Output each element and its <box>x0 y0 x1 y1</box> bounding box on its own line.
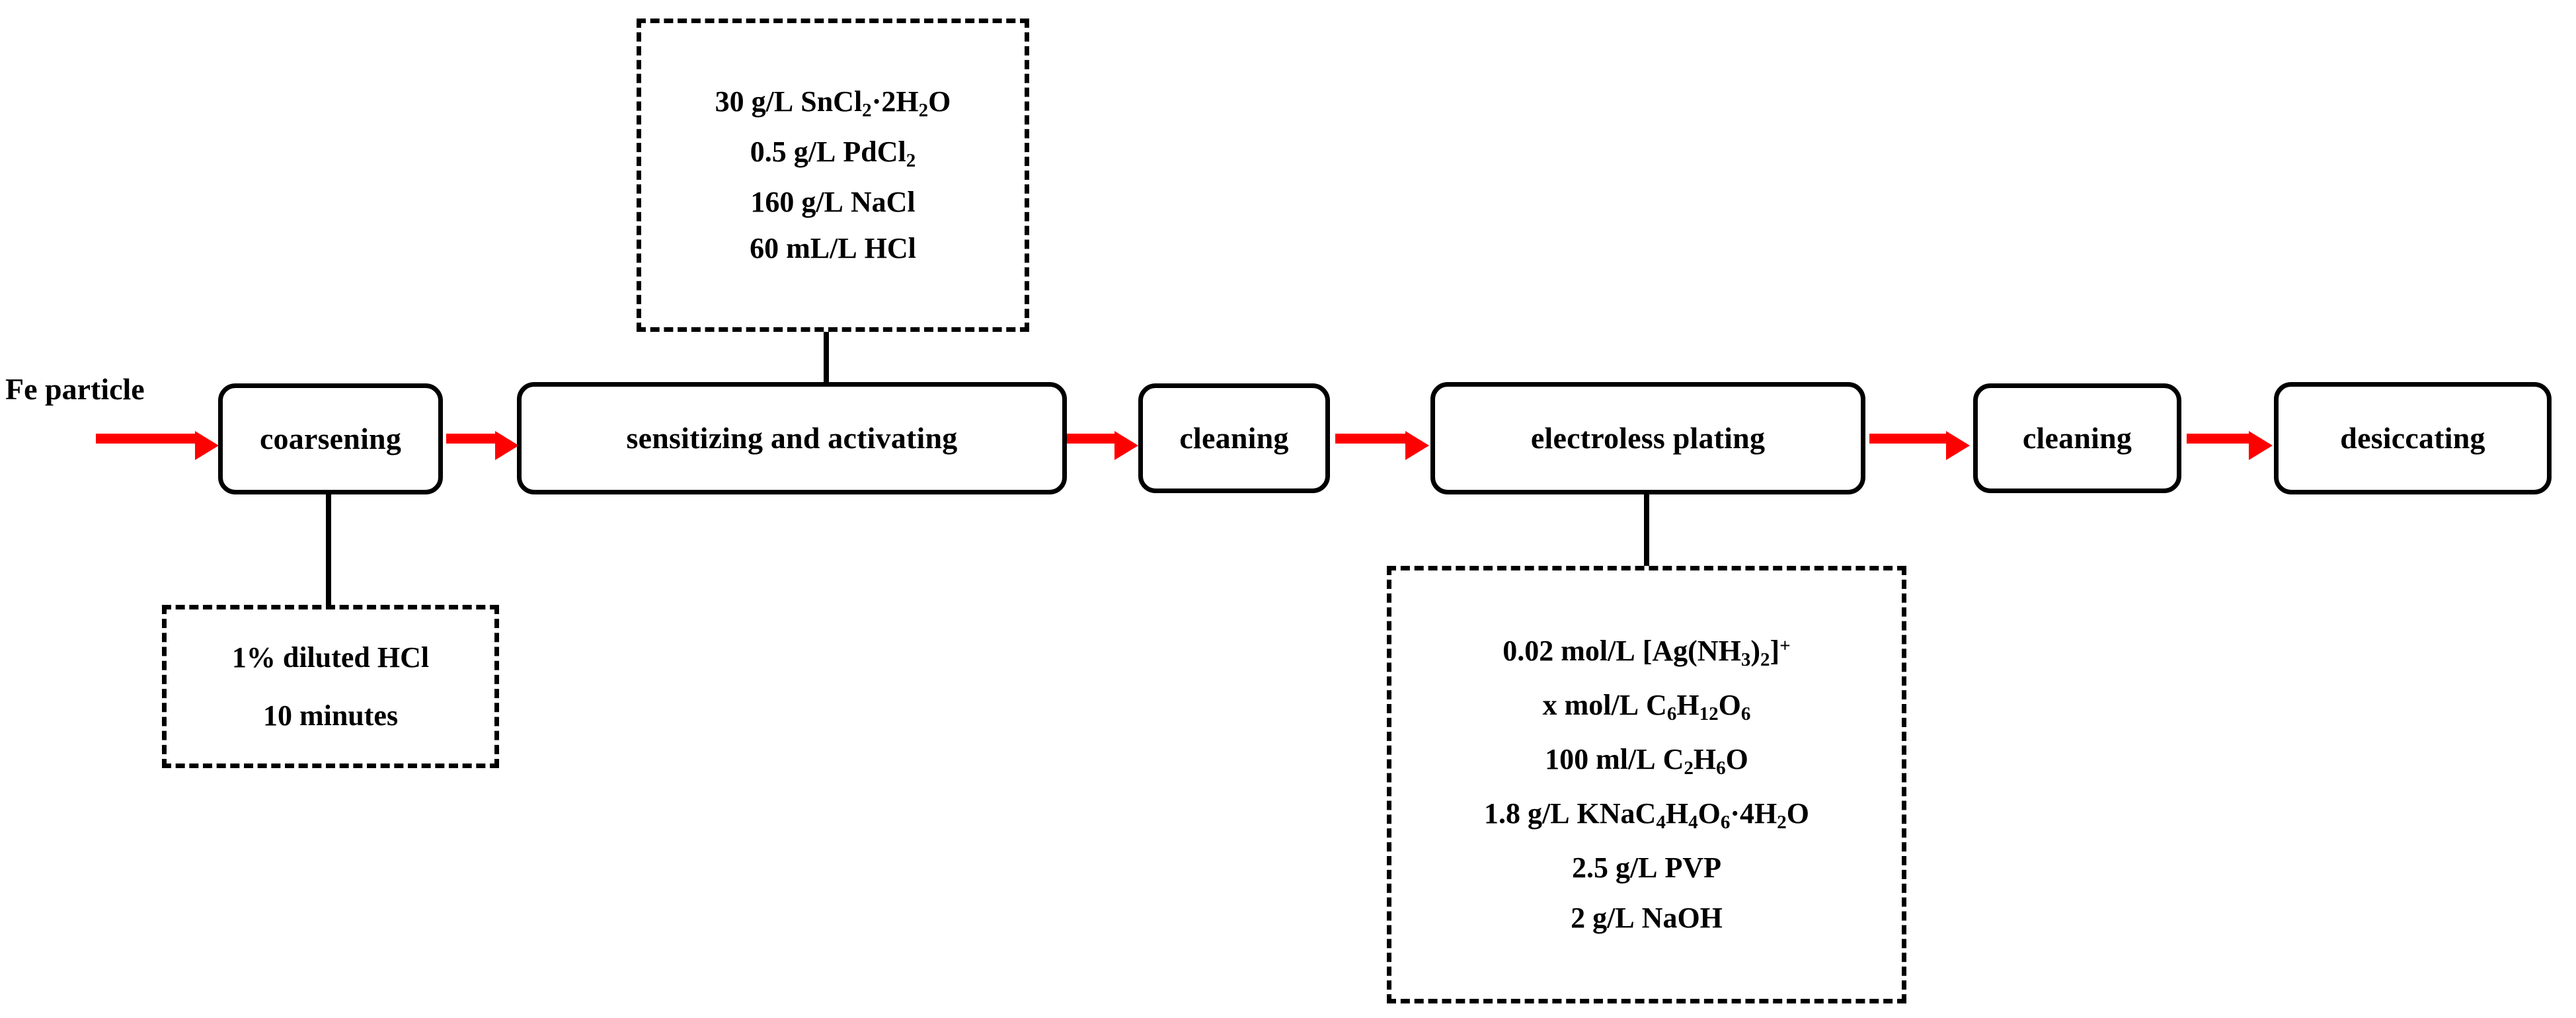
chem-line: 10 minutes <box>262 699 399 732</box>
process-box-electroless-plating[interactable]: electroless plating <box>1430 382 1865 494</box>
arrow-head <box>1114 431 1138 460</box>
arrow-sensitizing-to-cleaning1 <box>1066 431 1138 460</box>
chem-line: 100 ml/L C2H6O <box>1545 743 1748 779</box>
arrow-head <box>1946 431 1970 460</box>
arrow-plating-to-cleaning2 <box>1869 431 1970 460</box>
chem-line: 0.5 g/L PdCl2 <box>750 136 916 172</box>
chem-line: 0.02 mol/L [Ag(NH3)2]+ <box>1503 634 1791 670</box>
arrow-head <box>195 431 219 460</box>
chem-line: 1% diluted HCl <box>231 641 430 674</box>
annotation-box-coarsening-bath: 1% diluted HCl 10 minutes <box>162 605 499 768</box>
annotation-box-sensitizing-bath: 30 g/L SnCl2·2H2O 0.5 g/L PdCl2 160 g/L … <box>637 19 1029 332</box>
arrow-shaft <box>2187 434 2250 444</box>
process-box-desiccating[interactable]: desiccating <box>2274 382 2552 494</box>
chem-line: 2 g/L NaOH <box>1571 902 1723 935</box>
process-label-coarsening: coarsening <box>259 421 402 455</box>
chem-line: 160 g/L NaCl <box>750 186 916 219</box>
arrow-head <box>2249 431 2273 460</box>
arrow-shaft <box>1869 434 1947 444</box>
arrow-input-to-coarsening <box>96 431 219 460</box>
arrow-cleaning2-to-desiccating <box>2187 431 2273 460</box>
process-box-coarsening[interactable]: coarsening <box>218 383 443 494</box>
annotation-box-plating-bath: 0.02 mol/L [Ag(NH3)2]+ x mol/L C6H12O6 1… <box>1387 566 1906 1003</box>
process-label-electroless-plating: electroless plating <box>1530 420 1766 455</box>
arrow-shaft <box>1335 434 1407 444</box>
connector-coarsening-to-bath <box>326 492 331 608</box>
chem-line: 30 g/L SnCl2·2H2O <box>715 85 951 121</box>
arrow-shaft <box>1066 434 1116 444</box>
process-label-cleaning-2: cleaning <box>2022 420 2132 455</box>
arrow-cleaning1-to-plating <box>1335 431 1429 460</box>
arrow-shaft <box>96 434 196 444</box>
connector-sensitizing-to-bath <box>824 327 829 387</box>
process-label-desiccating: desiccating <box>2340 420 2485 455</box>
process-label-sensitizing: sensitizing and activating <box>626 420 958 455</box>
arrow-shaft <box>446 434 496 444</box>
arrow-coarsening-to-sensitizing <box>446 431 519 460</box>
connector-plating-to-bath <box>1644 492 1649 568</box>
arrow-head <box>495 431 519 460</box>
process-box-cleaning-1[interactable]: cleaning <box>1138 383 1330 493</box>
process-label-cleaning-1: cleaning <box>1179 420 1289 455</box>
arrow-head <box>1405 431 1429 460</box>
chem-line: x mol/L C6H12O6 <box>1542 688 1751 724</box>
chem-line: 60 mL/L HCl <box>750 232 916 265</box>
process-box-sensitizing[interactable]: sensitizing and activating <box>517 382 1067 494</box>
chem-line: 2.5 g/L PVP <box>1571 851 1722 884</box>
chem-line: 1.8 g/L KNaC4H4O6·4H2O <box>1483 797 1810 834</box>
process-box-cleaning-2[interactable]: cleaning <box>1973 383 2181 493</box>
source-label-fe-particle: Fe particle <box>5 372 145 406</box>
